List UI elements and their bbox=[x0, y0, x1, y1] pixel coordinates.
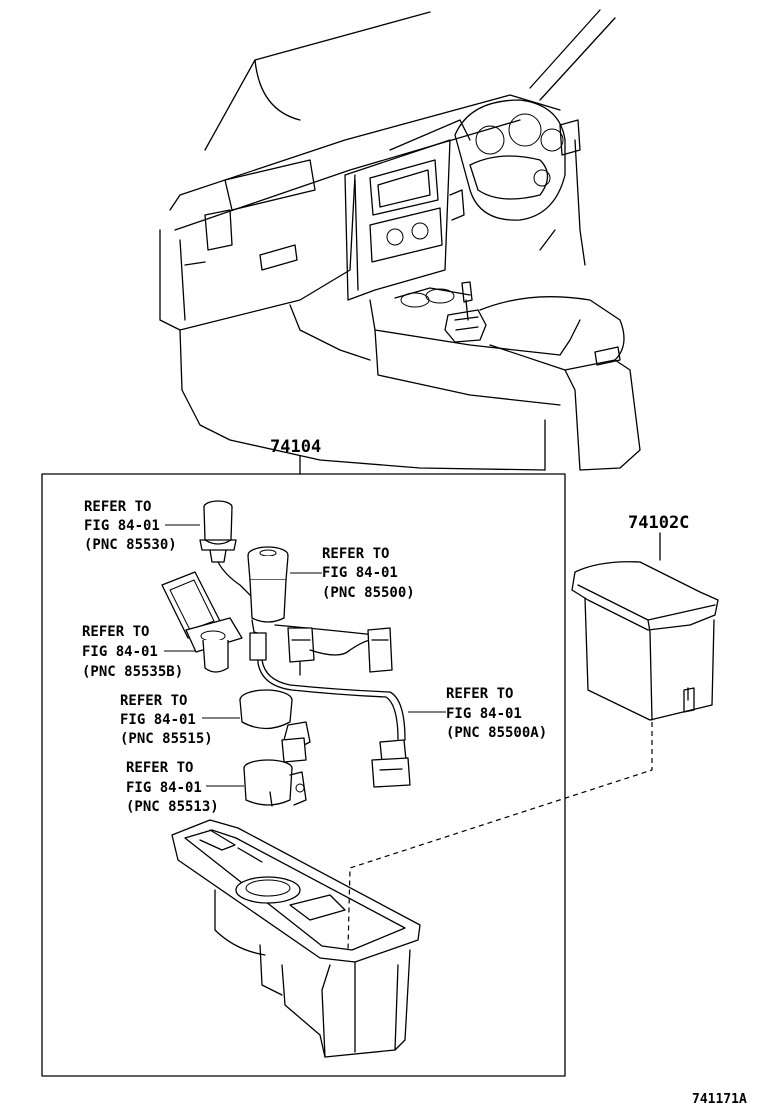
callout-line2: FIG 84-01 bbox=[84, 518, 160, 534]
callout-line1: REFER TO bbox=[126, 760, 193, 776]
flip-cover-socket bbox=[161, 571, 243, 673]
box-part-number: 74102C bbox=[628, 513, 689, 533]
power-outlet-socket bbox=[199, 500, 266, 611]
assembly-part-number: 74104 bbox=[270, 437, 321, 457]
lighter-knob bbox=[239, 689, 311, 763]
callout-line1: REFER TO bbox=[322, 546, 389, 562]
callout-85515: REFER TO FIG 84-01 (PNC 85515) bbox=[120, 693, 240, 747]
box-install-leader bbox=[347, 722, 653, 951]
callout-85535B: REFER TO FIG 84-01 (PNC 85535B) bbox=[82, 624, 200, 680]
callout-line3: (PNC 85515) bbox=[120, 731, 213, 747]
callout-line3: (PNC 85500A) bbox=[446, 725, 547, 741]
callout-85513: REFER TO FIG 84-01 (PNC 85513) bbox=[126, 760, 244, 815]
callout-85530: REFER TO FIG 84-01 (PNC 85530) bbox=[84, 499, 200, 553]
callout-line3: (PNC 85530) bbox=[84, 537, 177, 553]
storage-box bbox=[571, 561, 719, 721]
callout-line2: FIG 84-01 bbox=[82, 644, 158, 660]
callout-line1: REFER TO bbox=[82, 624, 149, 640]
console-tray bbox=[171, 819, 421, 1058]
callout-line1: REFER TO bbox=[120, 693, 187, 709]
callout-85500A: REFER TO FIG 84-01 (PNC 85500A) bbox=[408, 686, 547, 741]
lighter-socket bbox=[247, 546, 376, 636]
figure-id: 741171A bbox=[692, 1092, 747, 1107]
callout-line2: FIG 84-01 bbox=[446, 706, 522, 722]
assembly-frame bbox=[41, 473, 566, 1077]
callout-line2: FIG 84-01 bbox=[120, 712, 196, 728]
callout-line1: REFER TO bbox=[84, 499, 151, 515]
dashboard-illustration bbox=[159, 9, 641, 471]
callout-line1: REFER TO bbox=[446, 686, 513, 702]
callout-line2: FIG 84-01 bbox=[322, 565, 398, 581]
callout-85500: REFER TO FIG 84-01 (PNC 85500) bbox=[290, 546, 415, 601]
callout-line3: (PNC 85535B) bbox=[82, 664, 183, 680]
callout-line3: (PNC 85513) bbox=[126, 799, 219, 815]
wiring-harness bbox=[249, 627, 411, 788]
callout-line2: FIG 84-01 bbox=[126, 780, 202, 796]
callout-line3: (PNC 85500) bbox=[322, 585, 415, 601]
socket-holder bbox=[243, 759, 307, 807]
